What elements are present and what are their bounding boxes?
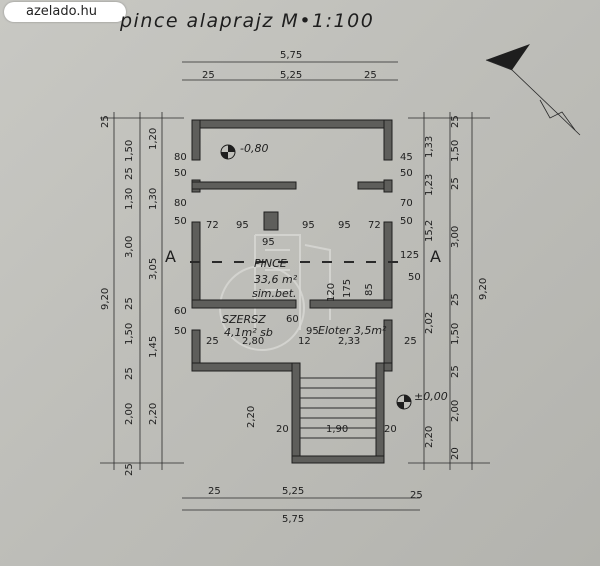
room-pince-area: 33,6 m² xyxy=(254,273,298,286)
dim-interior-a: 72 xyxy=(206,220,219,231)
dim-left-outer-6: 25 xyxy=(124,297,135,310)
dim-interior-r: 1,90 xyxy=(326,424,348,435)
dim-right-opening-1: 45 xyxy=(400,152,413,163)
level-marker-top xyxy=(220,144,236,160)
dim-right-inner-1: 1,33 xyxy=(424,136,435,158)
dim-right-outer-4: 3,00 xyxy=(450,226,461,248)
dim-left-opening-3: 80 xyxy=(174,198,187,209)
dim-interior-g: 120 xyxy=(326,283,337,302)
dim-left-opening-4: 50 xyxy=(174,216,187,227)
dim-left-outer-2: 1,50 xyxy=(124,140,135,162)
level-marker-bottom xyxy=(396,394,412,410)
dim-interior-j: 60 xyxy=(286,314,299,325)
level-bottom-label: ±0,00 xyxy=(414,390,448,403)
dim-left-outer-5: 3,00 xyxy=(124,236,135,258)
dim-interior-l: 2,80 xyxy=(242,336,264,347)
dim-right-inner-2: 1,23 xyxy=(424,174,435,196)
section-mark-left: A xyxy=(165,247,176,266)
dim-interior-c: 95 xyxy=(302,220,315,231)
dim-left-inner-3: 3,05 xyxy=(148,258,159,280)
dim-interior-m: 12 xyxy=(298,336,311,347)
dim-right-opening-5: 125 xyxy=(400,250,419,261)
plan-title: pince alaprajz M•1:100 xyxy=(120,10,375,32)
dim-left-outer-10: 25 xyxy=(124,463,135,476)
dim-left-inner-2: 1,30 xyxy=(148,188,159,210)
dim-interior-p: 2,20 xyxy=(246,406,257,428)
dim-left-outer-9: 2,00 xyxy=(124,403,135,425)
dim-right-inner-3: 15,2 xyxy=(424,220,435,242)
dim-left-outer-4: 1,30 xyxy=(124,188,135,210)
dim-left-inner-1: 1,20 xyxy=(148,128,159,150)
dim-left-outer-8: 25 xyxy=(124,367,135,380)
dim-top-wall-left: 25 xyxy=(202,70,215,81)
section-mark-right: A xyxy=(430,247,441,266)
dimension-lines-right xyxy=(408,112,490,470)
dim-left-inner-4: 1,45 xyxy=(148,336,159,358)
dim-bottom-wall-left: 25 xyxy=(208,486,221,497)
dim-bottom-wall-right: 25 xyxy=(410,490,423,501)
dim-right-opening-6: 50 xyxy=(408,272,421,283)
dim-right-outer-total: 9,20 xyxy=(478,278,489,300)
dim-right-inner-5: 2,20 xyxy=(424,426,435,448)
dim-left-opening-1: 80 xyxy=(174,152,187,163)
room-pince-floor: sim.bet. xyxy=(252,287,297,300)
dim-right-opening-2: 50 xyxy=(400,168,413,179)
dim-right-outer-6: 1,50 xyxy=(450,323,461,345)
dim-interior-e: 72 xyxy=(368,220,381,231)
dimension-lines-left xyxy=(100,112,184,470)
dim-right-outer-3: 25 xyxy=(450,177,461,190)
dim-right-outer-7: 25 xyxy=(450,365,461,378)
dim-right-outer-8: 2,00 xyxy=(450,400,461,422)
room-pince-name: PINCE xyxy=(254,257,287,270)
site-watermark-badge[interactable]: azelado.hu xyxy=(4,2,126,22)
dim-right-outer-1: 25 xyxy=(450,115,461,128)
stairs xyxy=(300,377,376,439)
dim-bottom-total: 5,75 xyxy=(282,514,304,525)
dim-left-outer-total: 9,20 xyxy=(100,288,111,310)
dim-left-outer-1: 25 xyxy=(100,115,111,128)
dim-bottom-inner: 5,25 xyxy=(282,486,304,497)
dim-top-wall-right: 25 xyxy=(364,70,377,81)
room-szersz-name: SZERSZ xyxy=(222,313,266,326)
level-top-label: -0,80 xyxy=(240,142,268,155)
dim-interior-i: 85 xyxy=(364,283,375,296)
dim-right-outer-2: 1,50 xyxy=(450,140,461,162)
dim-right-opening-3: 70 xyxy=(400,198,413,209)
dim-interior-q: 20 xyxy=(276,424,289,435)
dimension-lines-bottom xyxy=(182,497,420,511)
dim-interior-s: 20 xyxy=(384,424,397,435)
north-arrow-icon xyxy=(485,44,581,136)
dim-interior-o: 25 xyxy=(404,336,417,347)
dim-interior-b: 95 xyxy=(236,220,249,231)
room-eloter: Eloter 3,5m² xyxy=(318,324,387,337)
dim-interior-f: 95 xyxy=(262,237,275,248)
dim-right-opening-4: 50 xyxy=(400,216,413,227)
dim-left-opening-5: 60 xyxy=(174,306,187,317)
dim-interior-k: 25 xyxy=(206,336,219,347)
dim-left-opening-2: 50 xyxy=(174,168,187,179)
dim-left-outer-7: 1,50 xyxy=(124,323,135,345)
dim-left-opening-6: 50 xyxy=(174,326,187,337)
dim-left-outer-3: 25 xyxy=(124,167,135,180)
dim-right-inner-4: 2,02 xyxy=(424,312,435,334)
dim-right-outer-9: 20 xyxy=(450,447,461,460)
dim-interior-t: 95 xyxy=(306,326,319,337)
dim-top-inner: 5,25 xyxy=(280,70,302,81)
dim-top-total: 5,75 xyxy=(280,50,302,61)
room-szersz-area: 4,1m² sb xyxy=(224,326,273,339)
dim-interior-d: 95 xyxy=(338,220,351,231)
dim-right-outer-5: 25 xyxy=(450,293,461,306)
dimension-lines-top xyxy=(182,61,398,81)
dim-left-inner-5: 2,20 xyxy=(148,403,159,425)
dim-interior-n: 2,33 xyxy=(338,336,360,347)
dim-interior-h: 175 xyxy=(342,279,353,298)
